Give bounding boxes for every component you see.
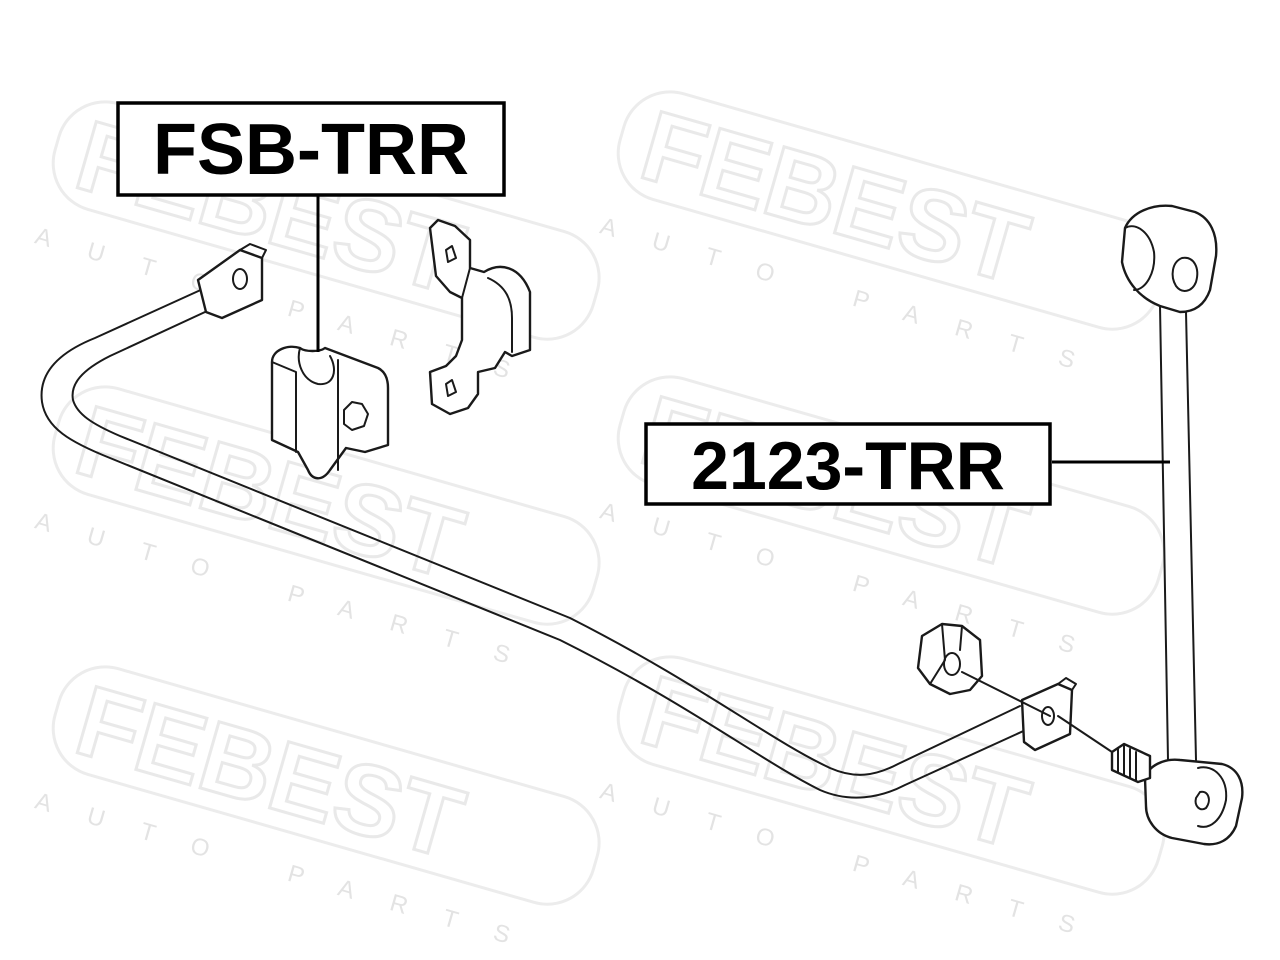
stabilizer-bushing — [270, 345, 390, 480]
callout-2123-trr: 2123-TRR — [644, 422, 1170, 506]
watermark-logo-text: FEBEST — [630, 89, 1040, 305]
watermark-logo-text: FEBEST — [65, 664, 475, 880]
stabilizer-bar — [40, 243, 1077, 799]
watermark-tile: FEBEST AUTO PARTS — [597, 88, 1166, 385]
watermark-layer: FEBEST AUTO PARTS FEBEST AUTO PARTS FEBE… — [32, 88, 1166, 960]
callout-box — [116, 101, 506, 197]
watermark-tile: FEBEST AUTO PARTS — [32, 663, 601, 960]
callout-label-2123-trr: 2123-TRR — [691, 428, 1005, 504]
watermark-tile: FEBEST AUTO PARTS — [597, 373, 1166, 670]
watermark-tile: FEBEST AUTO PARTS — [597, 653, 1166, 950]
link-bushing — [916, 622, 1051, 717]
stabilizer-link — [1057, 204, 1244, 846]
watermark-logo-text: FEBEST — [65, 384, 475, 600]
callout-label-fsb-trr: FSB-TRR — [153, 110, 469, 190]
callout-box — [644, 422, 1052, 506]
bushing-bracket — [428, 218, 532, 416]
callout-fsb-trr: FSB-TRR — [116, 101, 506, 352]
